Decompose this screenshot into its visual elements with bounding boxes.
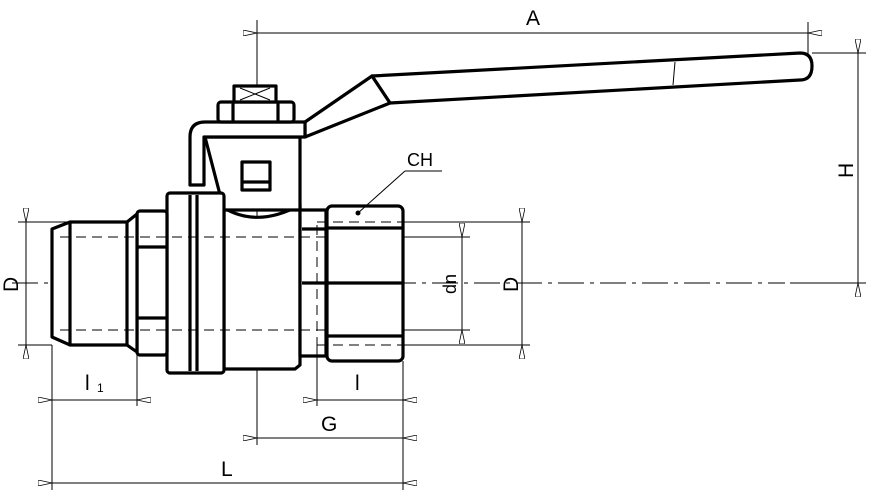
label-L: L	[221, 458, 233, 481]
label-D-left: D	[0, 277, 23, 292]
label-l: l	[355, 372, 360, 395]
neck	[298, 208, 328, 358]
female-hex-end	[325, 204, 405, 363]
flange	[165, 191, 226, 375]
hex-male-side	[135, 209, 169, 357]
label-l1: l	[85, 372, 90, 395]
label-A: A	[526, 7, 540, 30]
stem-nut	[216, 100, 296, 124]
label-D-right: D	[500, 277, 523, 292]
label-H: H	[835, 163, 858, 178]
valve-body	[188, 84, 307, 371]
lever-handle	[303, 51, 814, 139]
label-G: G	[321, 413, 337, 436]
label-dn: dn	[440, 274, 460, 294]
male-thread-end	[50, 212, 139, 354]
label-CH: CH	[407, 150, 433, 170]
position-window	[240, 160, 272, 192]
label-l1-subscript: 1	[97, 381, 104, 395]
